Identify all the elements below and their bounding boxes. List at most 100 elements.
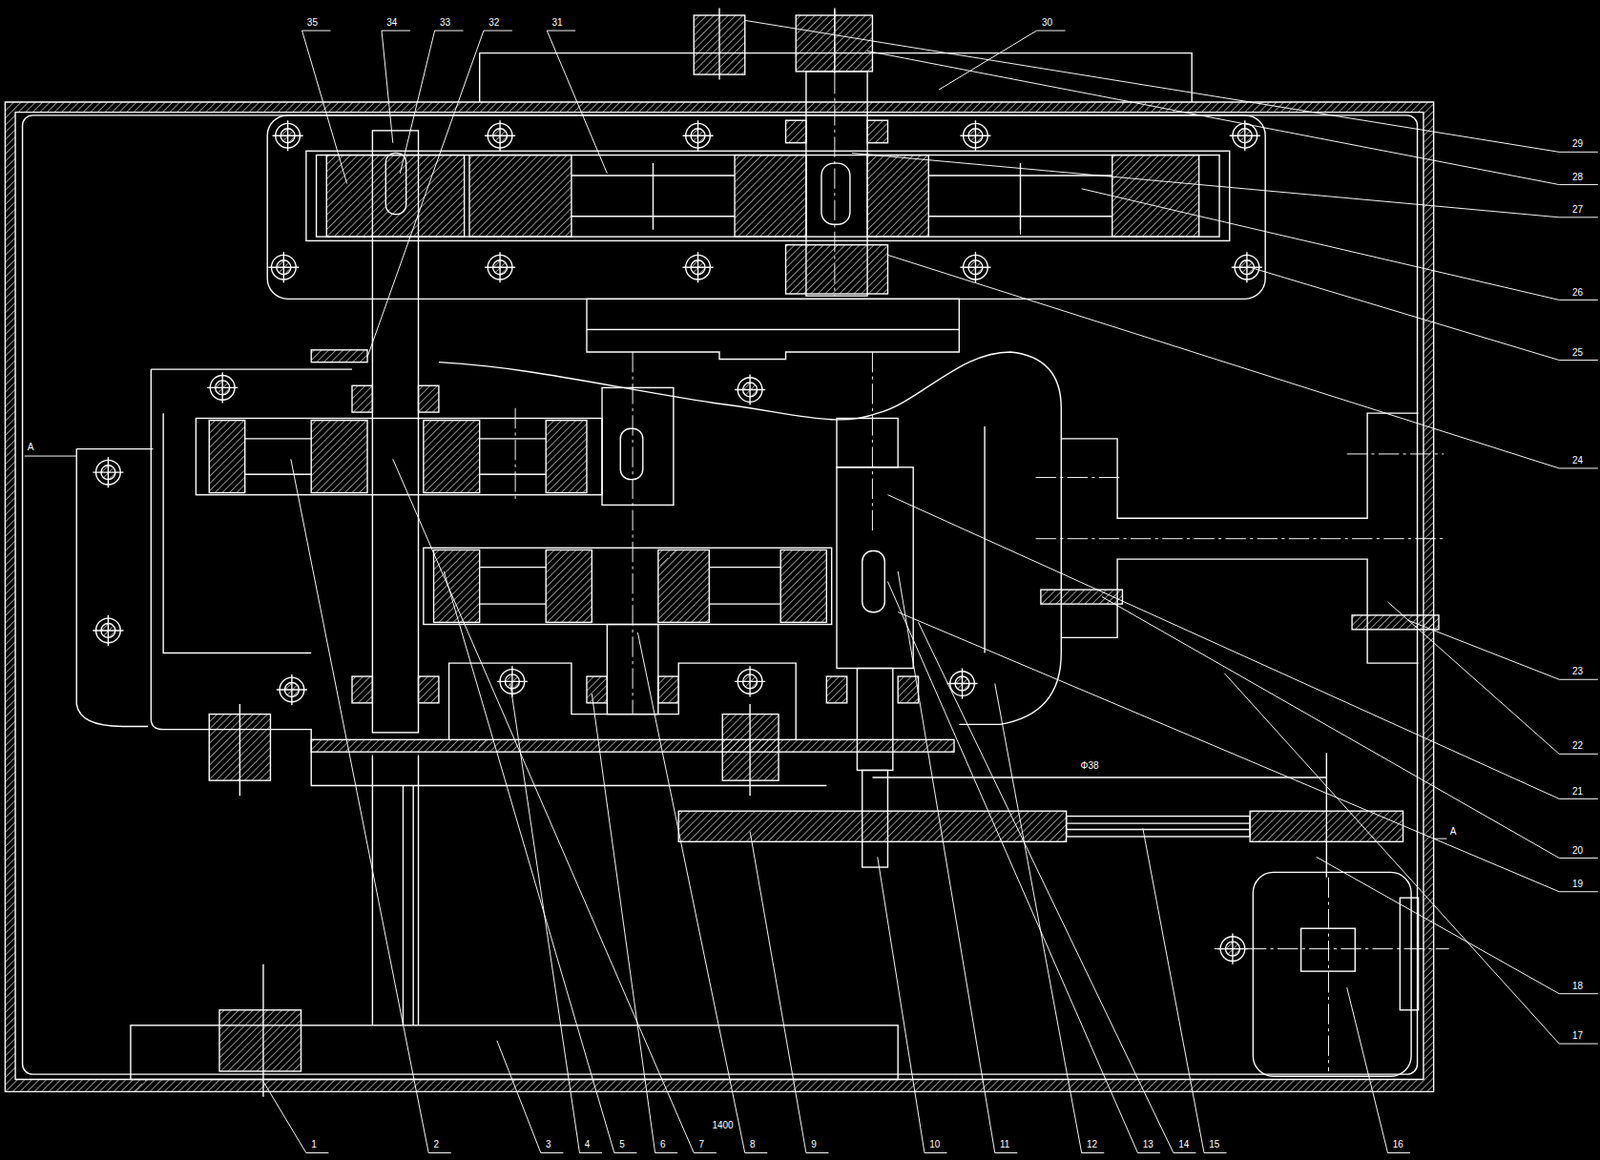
gear-section [734, 155, 807, 238]
bearing [786, 245, 889, 294]
bolt-symbol [484, 251, 516, 283]
callout-number: 20 [1571, 845, 1584, 856]
bolt-symbol [959, 251, 991, 283]
gear-section [1112, 155, 1200, 238]
bearing [586, 676, 607, 704]
right-shaft [836, 417, 898, 467]
callout-number: 34 [385, 17, 398, 28]
bolt-symbol [268, 251, 299, 283]
bolt-symbol [683, 251, 714, 283]
bearing [658, 676, 679, 704]
bolt-symbol [947, 668, 978, 700]
gear-section [780, 549, 827, 623]
section-mark: A [1449, 826, 1458, 837]
mid-shaft [602, 387, 674, 505]
bearing [352, 385, 373, 413]
bolt-symbol [92, 457, 124, 488]
callout-number: 14 [1177, 1139, 1190, 1150]
inner-line [22, 115, 1418, 1075]
callout-number: 23 [1571, 665, 1584, 677]
bearing [418, 385, 439, 413]
dimension-text: Φ38 [1080, 760, 1101, 771]
center-line [515, 10, 1450, 1072]
callout-number: 35 [306, 17, 319, 28]
section-mark: A [26, 441, 36, 453]
shaft-key [620, 428, 644, 479]
callout-number: 33 [438, 17, 452, 28]
callout-number: 4 [583, 1139, 592, 1150]
callout-number: 31 [551, 17, 564, 28]
bolt-line [748, 704, 750, 796]
bolt-symbol [734, 374, 766, 405]
callout-number: 17 [1571, 1030, 1584, 1041]
bearing [418, 676, 439, 704]
housing-wall [4, 102, 1434, 1092]
gearbox-casing [150, 352, 1061, 787]
gear-section [658, 549, 709, 623]
motor-box [1301, 928, 1356, 972]
bolt-symbol [1229, 120, 1261, 151]
bearing [826, 676, 847, 704]
drive-plate [1066, 823, 1251, 830]
bearing [352, 676, 373, 704]
callout-number: 29 [1571, 138, 1584, 149]
callout-number: 5 [618, 1139, 626, 1150]
gear-web [245, 438, 546, 475]
callout-number: 3 [544, 1139, 553, 1150]
base-flange [311, 739, 955, 752]
callout-number: 9 [810, 1139, 818, 1150]
right-shaft [836, 467, 914, 669]
callout-number: 26 [1571, 287, 1584, 298]
shaft-key [821, 163, 851, 225]
callout-number: 15 [1207, 1139, 1221, 1150]
callout-number: 12 [1085, 1139, 1099, 1150]
callout-number: 19 [1571, 878, 1584, 890]
bolt-line [718, 8, 720, 81]
drive-plate [678, 810, 1066, 842]
callout-number: 1 [310, 1139, 318, 1150]
callout-number: 16 [1392, 1139, 1405, 1150]
bolt-line [262, 964, 264, 1098]
bolt-symbol [272, 120, 304, 151]
motor [1252, 872, 1412, 1077]
gear-strip [306, 150, 1230, 241]
callout-number: 6 [659, 1139, 667, 1150]
bolt-symbol [484, 120, 516, 151]
callout-number: 25 [1571, 347, 1584, 358]
bolt-symbol [1231, 251, 1263, 283]
gear-section [311, 420, 368, 494]
bearing [867, 120, 888, 144]
hold-bolt [219, 1010, 302, 1072]
gear-row [195, 417, 603, 495]
bolt-symbol [497, 665, 528, 697]
callout-number: 13 [1142, 1139, 1155, 1150]
callout-number: 30 [1040, 17, 1054, 28]
leader-line [24, 20, 1599, 1153]
callout-number: 27 [1571, 204, 1584, 215]
bearing [786, 120, 807, 144]
callout-number: 10 [928, 1139, 941, 1150]
gear-section [469, 155, 572, 238]
callout-number: 7 [698, 1139, 707, 1150]
callout-number: 8 [748, 1139, 757, 1150]
gear-section [867, 155, 929, 238]
callout-number: 11 [998, 1139, 1011, 1150]
motor-end [1399, 897, 1418, 1011]
gear-section [423, 420, 480, 494]
bolt-symbol [207, 372, 238, 403]
gear-strip [316, 155, 1220, 238]
bolt-line [239, 704, 241, 796]
bolt-symbol [734, 665, 766, 697]
bolt-symbol [959, 120, 991, 151]
casing-flange [76, 449, 153, 728]
gear-web [479, 567, 781, 605]
gear-web [571, 163, 1113, 230]
bolt-symbol [276, 674, 308, 706]
callout-number: 2 [432, 1139, 440, 1150]
callout-number: 22 [1571, 740, 1584, 751]
bearing [311, 350, 368, 363]
gear-section [434, 549, 480, 623]
support-step [586, 329, 959, 359]
